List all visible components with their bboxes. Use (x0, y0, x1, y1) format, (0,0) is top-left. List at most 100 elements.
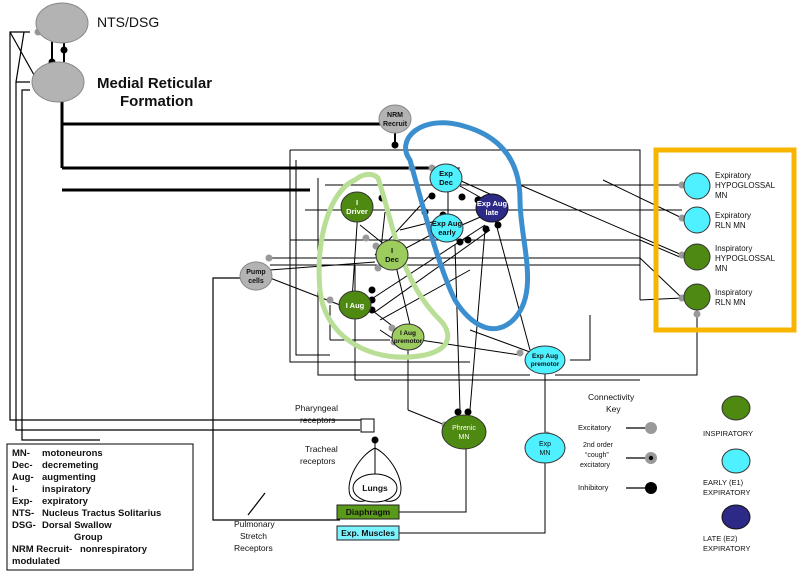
key-late-2: EXPIRATORY (703, 544, 751, 553)
phrenic-mn-node: Phrenic MN (441, 414, 487, 450)
key-early-2: EXPIRATORY (703, 488, 751, 497)
nrm-recruit-node: NRM Recruit (378, 104, 412, 134)
pulmonary-label-1: Pulmonary (234, 519, 275, 529)
abbr-8-desc: nonrespiratory (80, 544, 148, 555)
abbr-5: NTS- (12, 508, 34, 519)
exp-aug-late-label-1: Exp Aug (477, 199, 508, 208)
mn-2-line1: Inspiratory (715, 244, 752, 253)
cell-type-key: INSPIRATORY EARLY (E1) EXPIRATORY LATE (… (703, 395, 753, 553)
abbr-1: Dec- (12, 460, 33, 471)
medial-reticular-label-1: Medial Reticular (97, 75, 212, 92)
key-late-1: LATE (E2) (703, 534, 738, 543)
i-dec-node: I Dec (375, 239, 409, 271)
pharynx-box (360, 418, 375, 433)
insp-rln-mn-node (683, 283, 711, 311)
pump-cells-node: Pump cells (239, 261, 273, 291)
i-aug-label: I Aug (346, 301, 365, 310)
medial-reticular-node (31, 61, 85, 103)
exp-aug-premotor-node: Exp Aug premotor (524, 345, 566, 375)
exp-aug-premotor-label-1: Exp Aug (532, 353, 558, 360)
mn-2-line2: HYPOGLOSSAL (715, 254, 776, 263)
inhibitory-symbol (645, 482, 657, 494)
i-aug-node: I Aug (338, 290, 372, 320)
abbr-3-desc: inspiratory (42, 484, 92, 495)
pulmonary-label-3: Receptors (234, 543, 273, 553)
conn-key-2nd-1: 2nd order (583, 442, 614, 449)
lungs-label: Lungs (362, 483, 388, 493)
diaphragm-box (336, 504, 400, 520)
nts-dsg-node (35, 2, 89, 44)
abbreviation-legend: MN- motoneurons Dec- decremeting Aug- au… (6, 443, 194, 571)
medial-reticular-label-2: Formation (120, 93, 193, 110)
conn-key-title-2: Key (606, 404, 621, 414)
inspiratory-group-outline (316, 171, 451, 360)
nrm-label-1: NRM (387, 112, 403, 119)
exp-dec-node: Exp Dec (429, 163, 463, 193)
abbr-8: NRM Recruit- (12, 544, 72, 555)
motoneuron-column: Expiratory HYPOGLOSSAL MN Expiratory RLN… (683, 171, 776, 311)
exp-aug-late-node: Exp Aug late (475, 193, 509, 223)
abbr-5-desc: Nucleus Tractus Solitarius (42, 508, 161, 519)
phrenic-label-1: Phrenic (452, 425, 476, 432)
mn-3-line2: RLN MN (715, 298, 746, 307)
exp-aug-early-node: Exp Aug early (430, 213, 464, 243)
abbr-1-desc: decremeting (42, 460, 99, 471)
nrm-label-2: Recruit (383, 121, 408, 128)
late-expiratory-swatch (721, 504, 751, 530)
pharyngeal-label-1: Pharyngeal (295, 403, 338, 413)
abbr-0: MN- (12, 448, 30, 459)
abbr-2: Aug- (12, 472, 34, 483)
nts-dsg-label: NTS/DSG (97, 14, 159, 30)
abbr-9-desc: modulated (12, 556, 60, 567)
exp-dec-label-2: Dec (439, 178, 453, 187)
inspiratory-swatch (721, 395, 751, 421)
conn-key-2nd-2: “cough” (585, 452, 609, 459)
mn-2-line3: MN (715, 264, 728, 273)
exp-hypoglossal-mn-node (683, 172, 711, 200)
expiratory-group-outline (403, 120, 531, 332)
connectivity-key: Connectivity Key Excitatory 2nd order “c… (578, 392, 657, 494)
exp-dec-label-1: Exp (439, 169, 453, 178)
exp-mn-label-2: MN (540, 450, 551, 457)
exp-muscles-label: Exp. Muscles (341, 528, 395, 538)
conn-key-excitatory: Excitatory (578, 423, 611, 432)
pulmonary-label-2: Stretch (240, 531, 267, 541)
i-dec-label-1: I (391, 246, 393, 255)
conn-key-2nd-3: excitatory (580, 462, 610, 469)
i-dec-label-2: Dec (385, 255, 399, 264)
exp-aug-late-label-2: late (486, 208, 499, 217)
tracheal-label-1: Tracheal (305, 444, 338, 454)
conn-key-title-1: Connectivity (588, 392, 635, 402)
conn-key-inhibitory: Inhibitory (578, 483, 609, 492)
diaphragm-label: Diaphragm (346, 507, 391, 517)
pump-label-2: cells (248, 278, 264, 285)
mn-1-line2: RLN MN (715, 221, 746, 230)
i-driver-node: I Driver (340, 191, 374, 223)
key-inspiratory: INSPIRATORY (703, 429, 753, 438)
abbr-2-desc: augmenting (42, 472, 96, 483)
exp-aug-early-label-1: Exp Aug (432, 219, 463, 228)
pharyngeal-label-2: receptors (300, 415, 335, 425)
phrenic-label-2: MN (459, 434, 470, 441)
connection-lines (51, 35, 430, 192)
i-aug-premotor-node: I Aug premotor (391, 323, 425, 351)
abbr-3: I- (12, 484, 18, 495)
mn-0-line1: Expiratory (715, 171, 751, 180)
afferent-lines (9, 31, 360, 521)
i-aug-premotor-label-2: premotor (394, 338, 423, 345)
abbr-6: DSG- (12, 520, 36, 531)
exp-rln-mn-node (683, 206, 711, 234)
lungs-icon (348, 447, 402, 503)
exp-aug-early-label-2: early (438, 228, 456, 237)
early-expiratory-swatch (721, 448, 751, 474)
key-early-1: EARLY (E1) (703, 478, 744, 487)
mn-0-line2: HYPOGLOSSAL (715, 181, 776, 190)
exp-mn-label-1: Exp (539, 441, 551, 448)
i-driver-label-2: Driver (346, 207, 368, 216)
exp-muscles-box (336, 525, 400, 541)
i-aug-premotor-label-1: I Aug (400, 330, 416, 337)
motoneuron-box (653, 147, 797, 333)
pump-label-1: Pump (246, 269, 265, 276)
abbr-6-desc: Dorsal Swallow (42, 520, 112, 531)
